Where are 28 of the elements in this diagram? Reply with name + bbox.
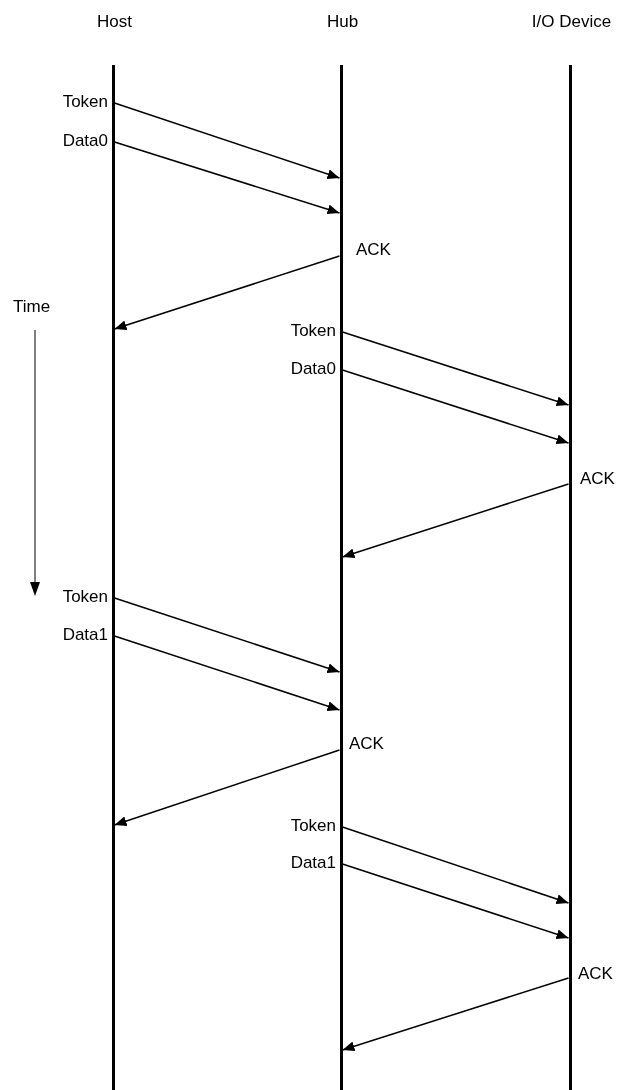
arrow xyxy=(113,635,341,711)
arrow xyxy=(341,369,570,445)
arrow xyxy=(113,102,341,179)
message-label: Data0 xyxy=(290,359,336,379)
participant-name: Hub xyxy=(325,12,360,32)
arrow xyxy=(113,255,341,331)
arrow xyxy=(113,597,341,673)
time-label: Time xyxy=(13,297,51,317)
message-label: Token xyxy=(290,816,336,836)
arrow xyxy=(341,977,570,1052)
message-label: Token xyxy=(290,321,336,341)
arrow xyxy=(341,826,570,904)
message-label: Token xyxy=(62,92,108,112)
arrow xyxy=(113,141,341,215)
message-label: ACK xyxy=(356,240,391,260)
arrow xyxy=(113,749,341,826)
message-label: Token xyxy=(62,587,108,607)
message-label: Data0 xyxy=(62,131,108,151)
participant-name: I/O Device xyxy=(530,12,613,32)
message-label: Data1 xyxy=(290,853,336,873)
message-label: ACK xyxy=(578,964,613,984)
message-label: ACK xyxy=(580,469,615,489)
participant-name: Host xyxy=(96,12,133,32)
arrow xyxy=(341,483,570,559)
message-label: Data1 xyxy=(62,625,108,645)
message-label: ACK xyxy=(349,734,384,754)
arrow xyxy=(341,863,570,939)
arrow xyxy=(341,331,570,407)
